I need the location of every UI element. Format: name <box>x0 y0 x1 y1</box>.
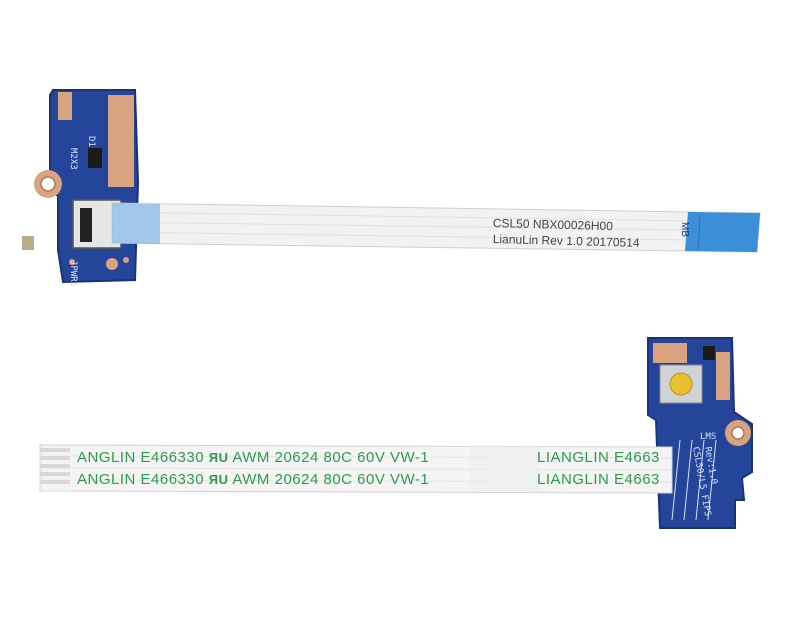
board-2-copper-pad <box>653 343 687 363</box>
cable-2-print-spec: AWM 20624 80C 60V VW-1 <box>232 471 430 488</box>
cable-2 <box>39 444 673 494</box>
cable-2-contacts <box>40 448 70 484</box>
cable-2-print-row-1-right: LIANGLIN E4663 <box>537 449 660 466</box>
board-2-copper-pad-right <box>716 352 730 400</box>
board-2-mount-hole <box>731 426 745 440</box>
board-1-chip <box>88 148 102 168</box>
board-2-switch-button <box>669 372 693 396</box>
board-1-connector-slot <box>80 208 92 242</box>
board-1-test-pad <box>69 259 75 265</box>
board-2 <box>647 337 753 529</box>
cable-1-tab-label: MB <box>679 222 690 237</box>
board-1-test-pad <box>106 258 118 270</box>
cable-1-body <box>111 202 761 253</box>
cable-2-print-row-2: ANGLIN E466330 ЯU AWM 20624 80C 60V VW-1 <box>77 471 429 488</box>
board-1 <box>22 89 140 284</box>
board-1-test-pad <box>123 257 129 263</box>
cable-1-tab <box>685 212 760 252</box>
cable-2-print-spec: AWM 20624 80C 60V VW-1 <box>232 449 430 466</box>
board-1-mount-hole <box>40 176 56 192</box>
board-1-silk-d1: D1 <box>86 136 96 147</box>
ul-mark-icon: ЯU <box>208 472 229 487</box>
board-1-copper-pad <box>108 95 134 187</box>
cable-2-print-row-2-right: LIANGLIN E4663 <box>537 471 660 488</box>
board-2-chip <box>703 346 715 360</box>
cable-2-print-brand: ANGLIN E466330 <box>77 449 205 466</box>
board-1-silk-m2x3: M2X3 <box>68 148 78 170</box>
ul-mark-icon: ЯU <box>208 450 229 465</box>
cable-1-stiffener-left <box>112 203 160 244</box>
cable-2-print-row-1: ANGLIN E466330 ЯU AWM 20624 80C 60V VW-1 <box>77 449 429 466</box>
cable-2-stiffener <box>470 446 540 492</box>
cable-2-print-brand: ANGLIN E466330 <box>77 471 205 488</box>
board-1-metal-tab <box>22 236 34 250</box>
board-1-copper-pad-left <box>58 92 72 120</box>
board-2-silk-lms: LMS <box>700 432 717 442</box>
board-1-silk-jpwr: JPWR1 <box>68 260 78 288</box>
cable-1 <box>111 202 761 253</box>
